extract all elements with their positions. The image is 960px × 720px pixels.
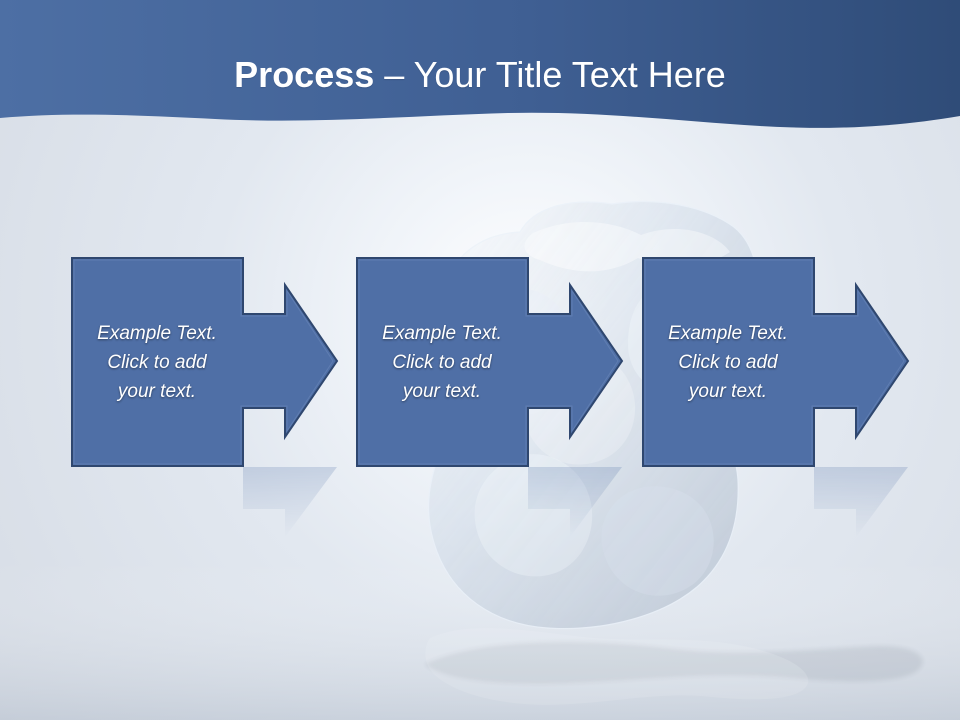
header-wave [0, 0, 960, 128]
process-step-arrow-shape [71, 257, 339, 467]
title-rest-text: – Your Title Text Here [374, 54, 726, 95]
process-step-3[interactable]: Example Text. Click to add your text. [642, 257, 912, 467]
page-title: Process – Your Title Text Here [0, 54, 960, 96]
process-step-arrow-shape [356, 257, 624, 467]
title-bold-text: Process [234, 54, 375, 95]
process-step-2[interactable]: Example Text. Click to add your text. [356, 257, 626, 467]
process-step-1[interactable]: Example Text. Click to add your text. [71, 257, 341, 467]
process-step-arrow-shape [642, 257, 910, 467]
